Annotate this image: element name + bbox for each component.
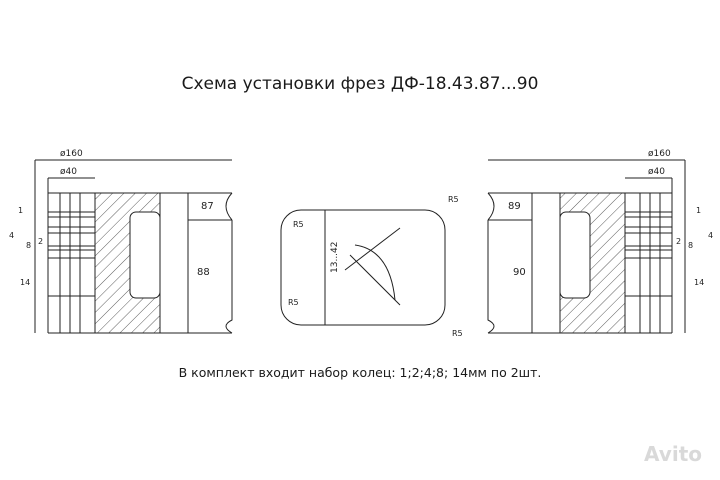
left-dim-inner: ø40 xyxy=(60,167,77,177)
profile-radius-bl: R5 xyxy=(288,298,299,307)
center-profile xyxy=(280,209,446,326)
profile-radius-tl: R5 xyxy=(293,220,304,229)
left-ring-14: 14 xyxy=(20,278,30,287)
left-dim-outer: ø160 xyxy=(60,149,83,159)
right-cutter-89: 89 xyxy=(508,201,521,212)
left-cutter-88: 88 xyxy=(197,267,210,278)
right-ring-8: 8 xyxy=(688,241,693,250)
left-tool-assembly xyxy=(34,159,233,334)
left-ring-2: 2 xyxy=(38,237,43,246)
avito-watermark: Avito xyxy=(644,442,702,466)
profile-height: 13...42 xyxy=(330,242,340,274)
right-ring-14: 14 xyxy=(694,278,704,287)
right-ring-4: 4 xyxy=(708,231,713,240)
right-dim-inner: ø40 xyxy=(648,167,665,177)
right-ring-2: 2 xyxy=(676,237,681,246)
right-cutter-90: 90 xyxy=(513,267,526,278)
left-cutter-87: 87 xyxy=(201,201,214,212)
profile-radius-br: R5 xyxy=(452,329,463,338)
right-dim-outer: ø160 xyxy=(648,149,671,159)
kit-note: В комплект входит набор колец: 1;2;4;8; … xyxy=(178,365,542,380)
right-tool-assembly xyxy=(487,159,686,334)
left-ring-1: 1 xyxy=(18,206,23,215)
drawing-title: Схема установки фрез ДФ-18.43.87...90 xyxy=(181,74,539,94)
profile-radius-tr: R5 xyxy=(448,195,459,204)
left-ring-8: 8 xyxy=(26,241,31,250)
right-ring-1: 1 xyxy=(696,206,701,215)
left-ring-4: 4 xyxy=(9,231,14,240)
